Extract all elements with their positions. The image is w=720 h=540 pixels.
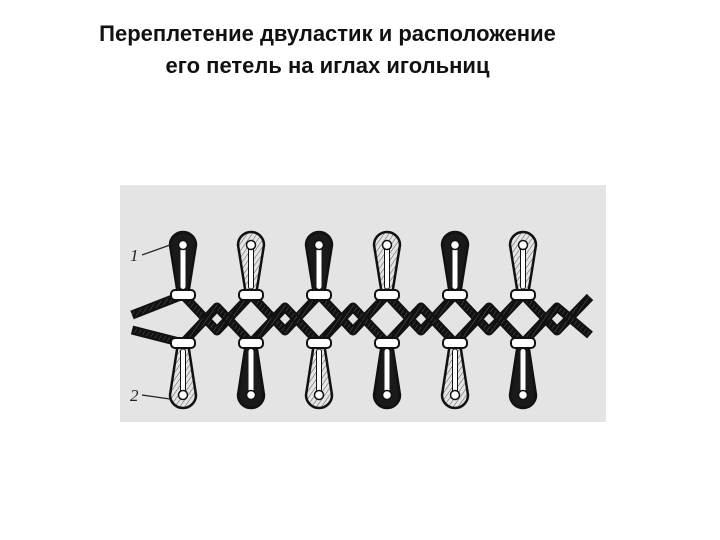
bottom-loop-2: [236, 337, 266, 410]
diagram-svg: 1 2: [120, 185, 606, 422]
bottom-loop-4: [372, 337, 402, 410]
bottom-loop-6-band: [510, 337, 536, 349]
top-loop-6-needle: [517, 239, 529, 251]
top-loop-1-eye: [180, 241, 186, 289]
top-loop-2-needle: [245, 239, 257, 251]
top-loop-6-band: [510, 289, 536, 301]
top-loop-5: [440, 230, 470, 301]
bottom-loop-6-needle: [517, 389, 529, 401]
bottom-loop-6-eye: [520, 349, 526, 399]
bottom-loop-3-needle: [313, 389, 325, 401]
bottom-loop-4-needle: [381, 389, 393, 401]
bottom-loop-2-eye: [248, 349, 254, 399]
top-loop-3-needle: [313, 239, 325, 251]
bottom-loop-6: [508, 337, 538, 410]
top-loop-2-band: [238, 289, 264, 301]
bottom-loop-1-needle: [177, 389, 189, 401]
slide-title: Переплетение двуластик и расположение ег…: [0, 18, 655, 82]
callout-line-2: [141, 394, 171, 400]
top-loop-5-band: [442, 289, 468, 301]
title-line-2: его петель на иглах игольниц: [165, 53, 490, 78]
bottom-loop-5-band: [442, 337, 468, 349]
bottom-loop-2-needle: [245, 389, 257, 401]
label-needle-bed-2: 2: [130, 386, 139, 405]
bottom-loop-5-needle: [449, 389, 461, 401]
top-loop-1-needle: [177, 239, 189, 251]
label-needle-bed-1: 1: [130, 246, 139, 265]
top-loop-2: [236, 230, 266, 301]
bottom-loop-5: [440, 337, 470, 410]
top-loop-4-needle: [381, 239, 393, 251]
bottom-loop-3-band: [306, 337, 332, 349]
bottom-loop-3: [304, 337, 334, 410]
bottom-needle-bed-loops: [168, 337, 538, 410]
top-loop-1-band: [170, 289, 196, 301]
bottom-loop-4-band: [374, 337, 400, 349]
bottom-loop-1: [168, 337, 198, 410]
top-loop-1: [168, 230, 198, 301]
top-loop-3: [304, 230, 334, 301]
top-loop-5-needle: [449, 239, 461, 251]
top-loop-5-eye: [452, 241, 458, 289]
top-loop-4: [372, 230, 402, 301]
top-loop-3-band: [306, 289, 332, 301]
callout-line-1: [141, 244, 171, 256]
top-loop-6: [508, 230, 538, 301]
title-line-1: Переплетение двуластик и расположение: [99, 21, 556, 46]
bottom-loop-4-eye: [384, 349, 390, 399]
bottom-loop-2-band: [238, 337, 264, 349]
rib-stitch-diagram: 1 2: [120, 185, 606, 422]
bottom-loop-1-band: [170, 337, 196, 349]
callouts: 1 2: [130, 244, 171, 405]
top-loop-3-eye: [316, 241, 322, 289]
top-needle-bed-loops: [168, 230, 538, 301]
top-loop-4-band: [374, 289, 400, 301]
